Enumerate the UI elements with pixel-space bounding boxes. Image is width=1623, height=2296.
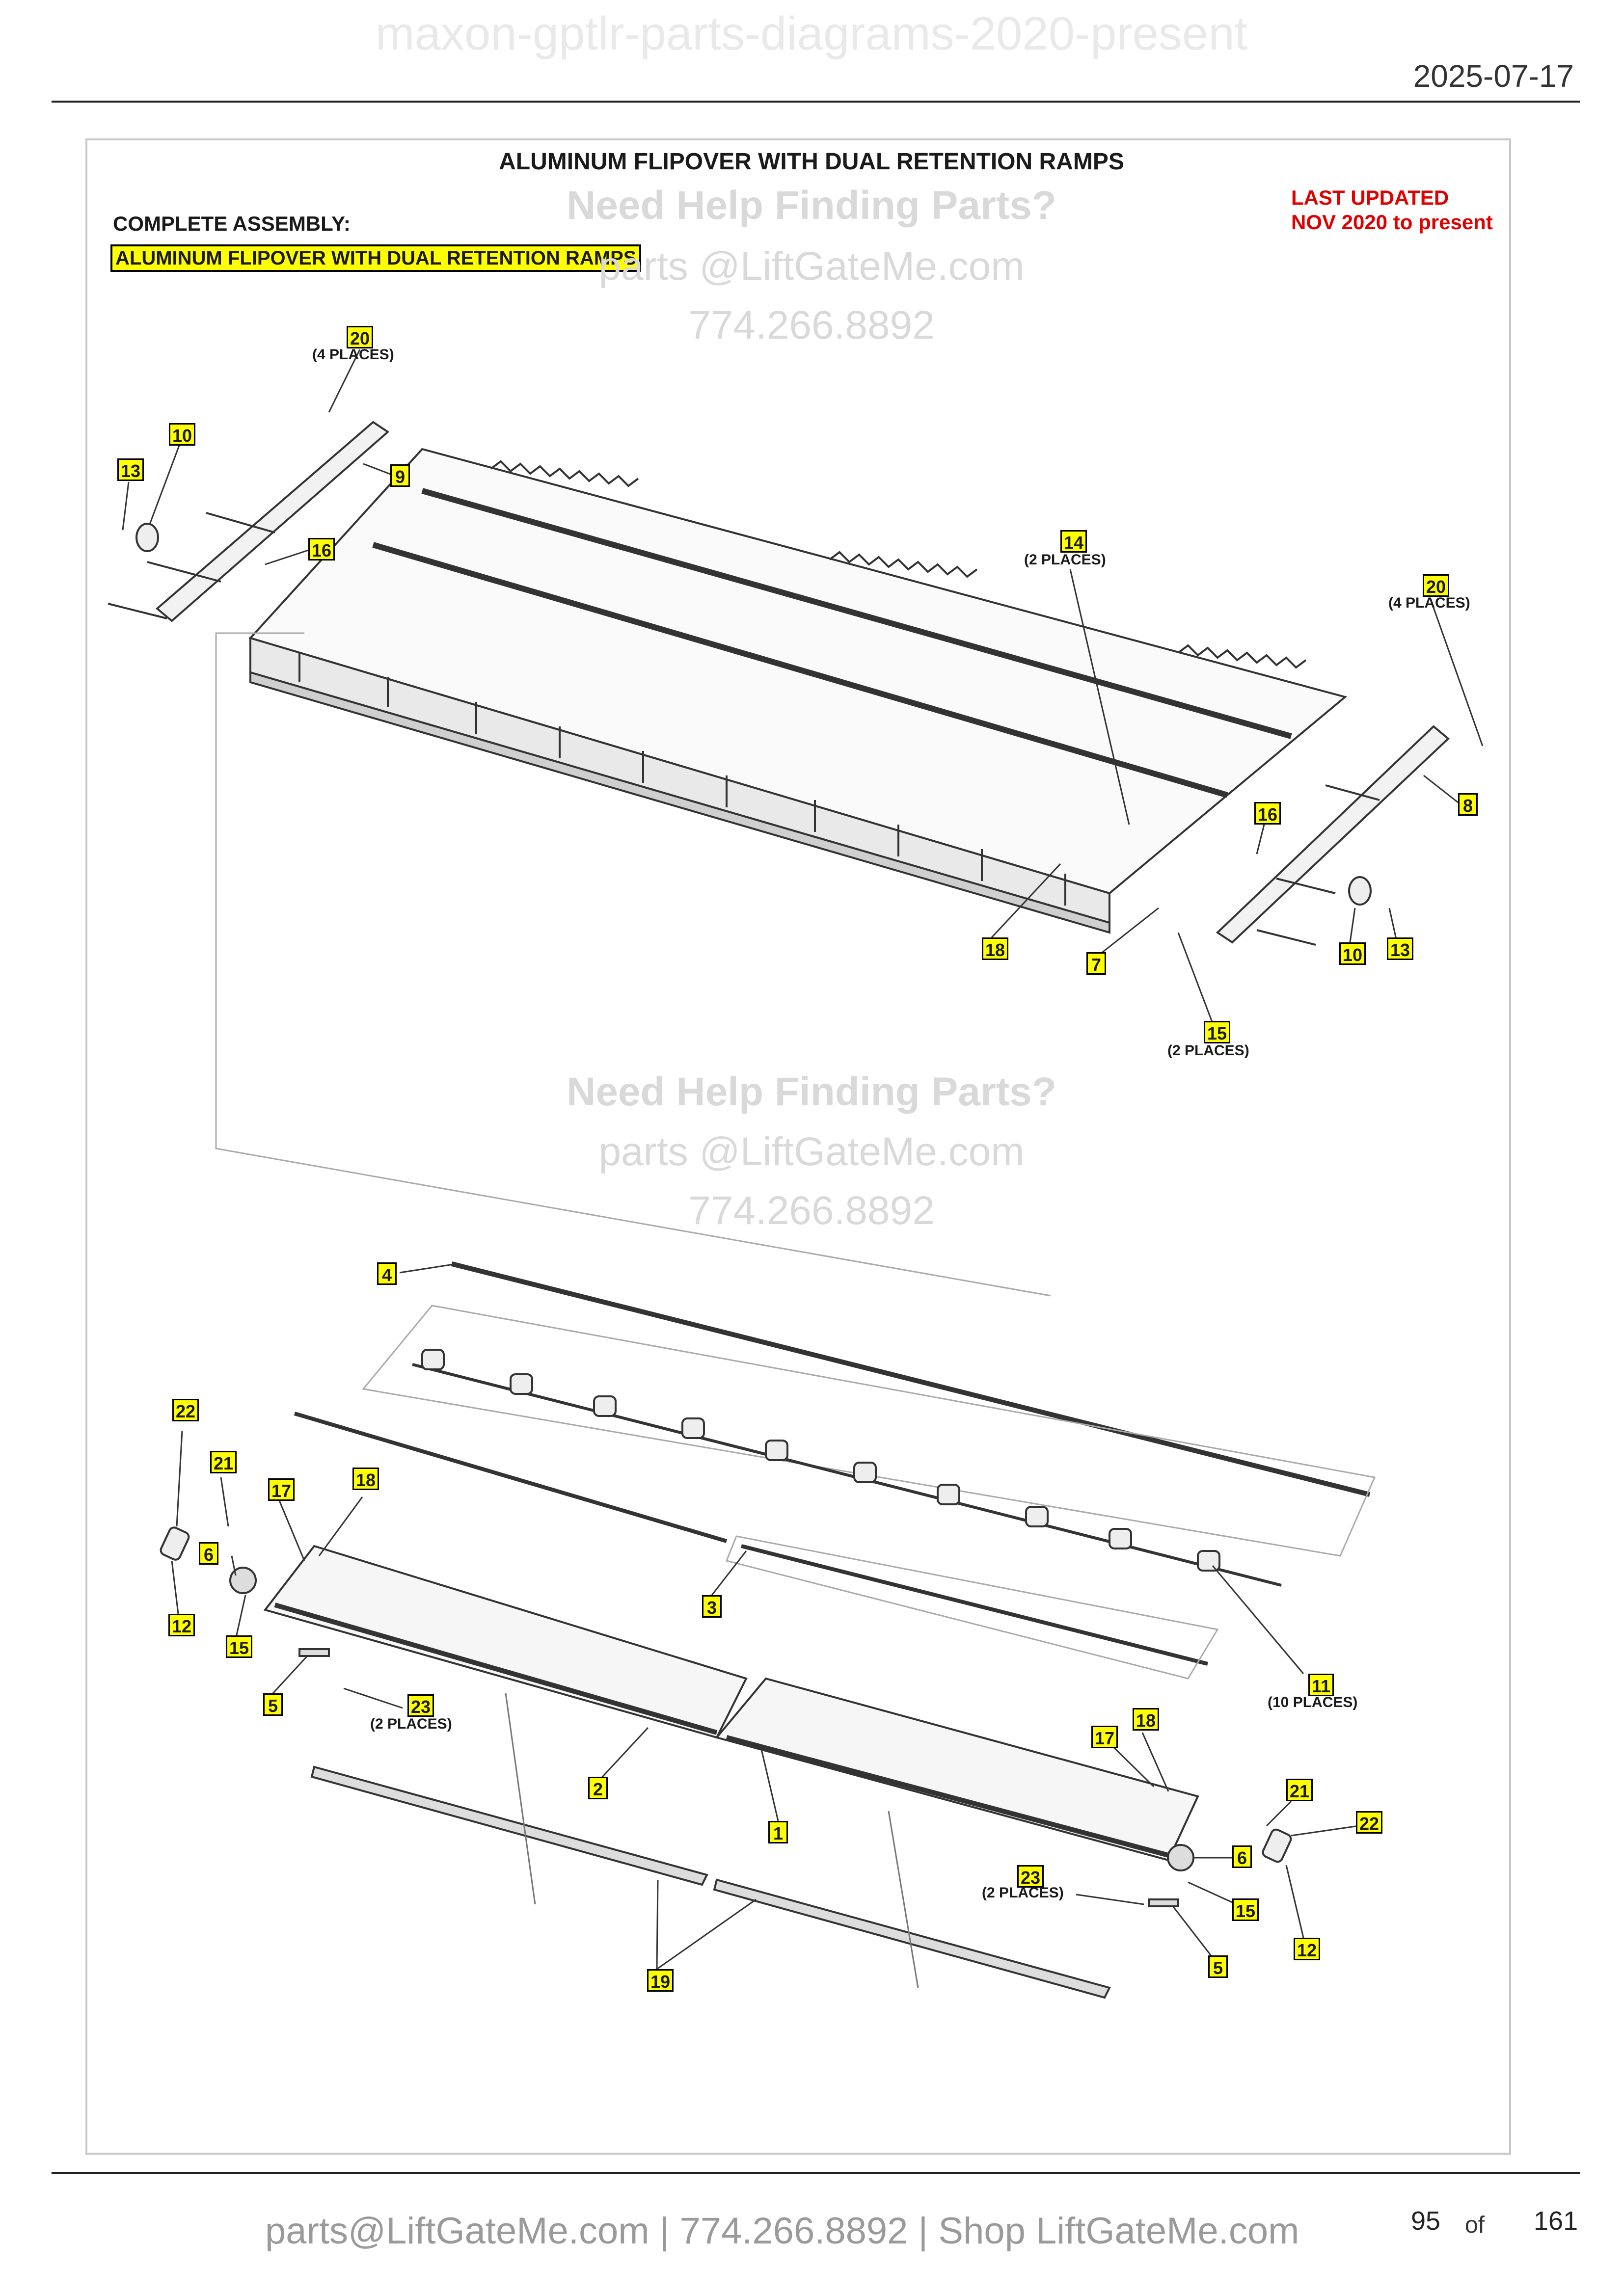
quantity-note: (2 PLACES) [1024, 552, 1106, 568]
part-callout: 15 [226, 1635, 253, 1658]
watermark-email: parts @LiftGateMe.com [598, 1129, 1025, 1174]
part-callout: 23 [407, 1694, 434, 1717]
part-callout: 5 [263, 1693, 283, 1716]
part-callout: 13 [1387, 937, 1414, 960]
last-updated-range: NOV 2020 to present [1291, 211, 1493, 234]
pin-right [1148, 1898, 1179, 1907]
part-callout: 7 [1086, 952, 1106, 975]
part-callout: 17 [1091, 1726, 1118, 1748]
part-callout: 11 [1308, 1674, 1334, 1696]
rod-4 [451, 1261, 1371, 1497]
drawing-sheet [85, 138, 1511, 2155]
page-of-label: of [1465, 2212, 1485, 2238]
part-callout: 20 [347, 326, 374, 348]
hinge-knuckles [421, 1349, 1220, 1572]
part-callout: 4 [377, 1262, 397, 1285]
part-callout: 10 [1339, 942, 1366, 965]
watermark-email: parts @LiftGateMe.com [598, 244, 1025, 289]
part-callout: 12 [168, 1614, 195, 1636]
part-callout: 13 [117, 458, 144, 481]
part-callout: 12 [1294, 1938, 1321, 1960]
quantity-note: (2 PLACES) [982, 1885, 1064, 1901]
document-date: 2025-07-17 [1413, 58, 1574, 94]
part-callout: 18 [1133, 1708, 1160, 1731]
leader-lines [122, 349, 1484, 1970]
part-callout: 15 [1232, 1898, 1259, 1921]
part-callout: 16 [1254, 802, 1281, 825]
part-callout: 22 [172, 1399, 199, 1421]
watermark-heading: Need Help Finding Parts? [567, 183, 1056, 228]
quantity-note: (4 PLACES) [1388, 595, 1470, 611]
latch-left [160, 1526, 190, 1561]
page-total: 161 [1534, 2206, 1578, 2236]
quantity-note: (2 PLACES) [370, 1716, 452, 1732]
part-callout: 18 [982, 937, 1009, 960]
pin-left [298, 1648, 330, 1657]
part-callout: 17 [268, 1478, 295, 1501]
right-washer [1348, 876, 1372, 906]
ramp-2 [263, 1545, 748, 1739]
watermark-phone: 774.266.8892 [688, 303, 935, 347]
assembly-name-box: ALUMINUM FLIPOVER WITH DUAL RETENTION RA… [110, 244, 642, 272]
part-callout: 9 [390, 464, 410, 487]
watermark-phone: 774.266.8892 [688, 1188, 935, 1233]
part-callout: 22 [1356, 1811, 1383, 1834]
part-callout: 1 [768, 1821, 788, 1843]
part-callout: 10 [169, 423, 196, 446]
part-callout: 2 [588, 1777, 608, 1799]
roller-right [1167, 1844, 1194, 1871]
hinge-plane [362, 1305, 1376, 1557]
last-updated-label: LAST UPDATED [1291, 186, 1449, 209]
part-callout: 6 [199, 1542, 218, 1565]
rod-3b [741, 1544, 1208, 1666]
document-title: maxon-gptlr-parts-diagrams-2020-present [375, 7, 1248, 60]
ramp-1 [715, 1677, 1199, 1862]
strip-19b [713, 1878, 1111, 1999]
part-callout: 6 [1232, 1845, 1252, 1868]
part-callout: 19 [647, 1969, 674, 1992]
header-rule [52, 101, 1580, 103]
part-callout: 8 [1458, 793, 1478, 816]
part-callout: 23 [1017, 1865, 1044, 1888]
watermark-heading: Need Help Finding Parts? [567, 1069, 1056, 1114]
left-washer [135, 523, 159, 552]
footer-rule [52, 2172, 1580, 2174]
part-callout: 16 [308, 538, 335, 561]
roller-left [229, 1567, 257, 1594]
latch-right [1262, 1828, 1292, 1863]
sheet-title: ALUMINUM FLIPOVER WITH DUAL RETENTION RA… [499, 149, 1124, 175]
strip-19a [310, 1765, 708, 1886]
page-number: 95 [1411, 2206, 1441, 2236]
upper-ramp-deck [248, 448, 1348, 934]
quantity-note: (10 PLACES) [1268, 1694, 1358, 1710]
left-bracket [155, 421, 390, 622]
part-callout: 21 [1286, 1779, 1313, 1801]
footer-contact-links[interactable]: parts@LiftGateMe.com | 774.266.8892 | Sh… [265, 2210, 1299, 2252]
part-callout: 18 [352, 1468, 379, 1490]
part-callout: 21 [210, 1451, 237, 1473]
part-callout: 20 [1423, 574, 1450, 597]
part-callout: 3 [702, 1595, 722, 1618]
part-callout: 14 [1060, 530, 1087, 553]
last-updated: LAST UPDATED NOV 2020 to present [1291, 186, 1493, 235]
quantity-note: (2 PLACES) [1167, 1042, 1249, 1059]
part-callout: 5 [1208, 1955, 1228, 1978]
rod-3a [294, 1412, 728, 1543]
part-callout: 15 [1204, 1021, 1231, 1043]
quantity-note: (4 PLACES) [312, 347, 394, 363]
complete-assembly-label: COMPLETE ASSEMBLY: [113, 212, 351, 235]
